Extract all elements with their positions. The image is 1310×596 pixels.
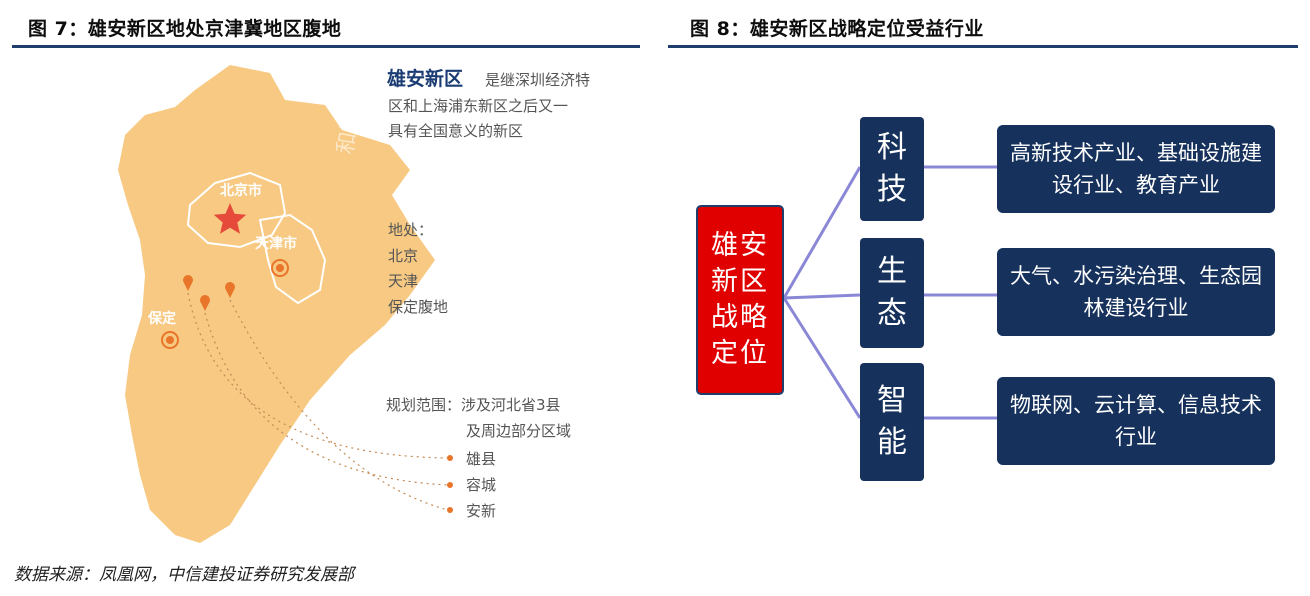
dotted-connector-lines (187, 292, 449, 511)
xiongan-desc-line-3: 具有全国意义的新区 (388, 122, 523, 140)
xiongan-headline: 雄安新区 (386, 67, 463, 90)
location-line-2: 北京 (388, 247, 418, 265)
branch-node-smart: 智能 (860, 363, 924, 481)
beijing-label: 北京市 (220, 182, 262, 199)
location-line-4: 保定腹地 (388, 298, 448, 316)
county-xiongxian: 雄县 (466, 450, 496, 468)
baoding-marker-icon (161, 331, 179, 349)
figure-8-rule (668, 45, 1298, 48)
tianjin-label: 天津市 (255, 235, 297, 252)
location-line-1: 地处： (388, 221, 433, 239)
figure-8-title: 图 8：雄安新区战略定位受益行业 (690, 18, 984, 40)
source-note: 数据来源：凤凰网，中信建投证券研究发展部 (14, 565, 354, 585)
location-pin-icons (183, 275, 235, 311)
branch-node-tech: 科技 (860, 117, 924, 221)
tianjin-marker-icon (271, 259, 289, 277)
branch-node-eco: 生态 (860, 238, 924, 348)
county-dot-icons (447, 455, 453, 513)
beijing-star-icon (213, 203, 247, 234)
hebei-region-shape (118, 65, 435, 543)
strategy-diagram: 雄安新区战略定位 科技 生态 智能 高新技术产业、基础设施建设行业、教育产业 大… (668, 55, 1308, 545)
connector-lines (782, 165, 997, 420)
xiongan-desc-line-2: 区和上海浦东新区之后又一 (388, 97, 568, 115)
center-node: 雄安新区战略定位 (696, 205, 784, 395)
jingjinji-map: 和讯 北京市 天津市 保定 雄安新区 是继深圳经济特 区和上海浦东新区之后又一 … (118, 65, 590, 543)
detail-node-tech: 高新技术产业、基础设施建设行业、教育产业 (997, 125, 1275, 213)
figure-7-title: 图 7：雄安新区地处京津冀地区腹地 (28, 18, 342, 40)
beijing-outline (186, 171, 287, 249)
baoding-label: 保定 (147, 310, 176, 327)
location-line-3: 天津 (388, 272, 418, 290)
scope-line-2: 及周边部分区域 (466, 422, 571, 440)
county-rongcheng: 容城 (466, 476, 496, 494)
xiongan-desc-line-1: 是继深圳经济特 (485, 71, 590, 89)
county-anxin: 安新 (466, 502, 496, 520)
detail-node-eco: 大气、水污染治理、生态园林建设行业 (997, 248, 1275, 336)
figure-7-rule (12, 45, 640, 48)
detail-node-smart: 物联网、云计算、信息技术行业 (997, 377, 1275, 465)
tianjin-outline (258, 213, 327, 305)
scope-line-1: 规划范围：涉及河北省3县 (386, 396, 561, 414)
